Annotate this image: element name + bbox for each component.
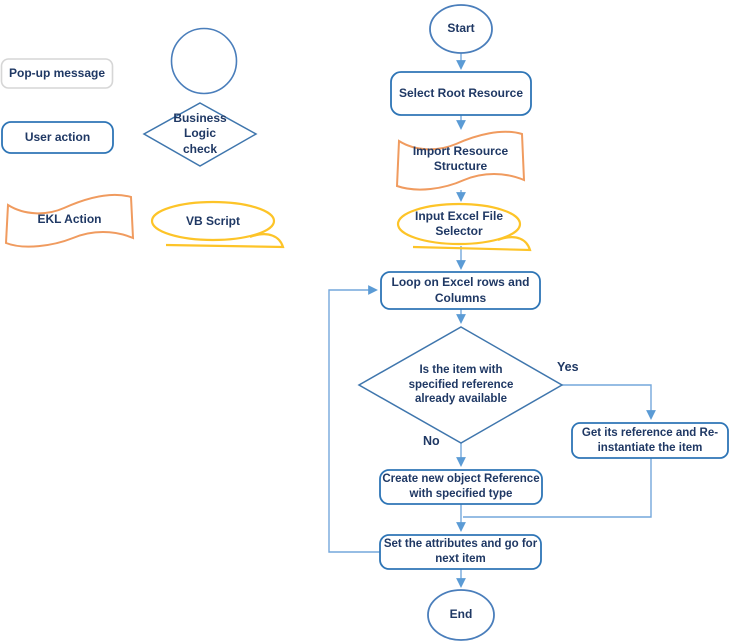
legend-business-logic-diamond [142,102,258,167]
excel-selector-tail [412,236,532,252]
connector-loopback [328,285,380,553]
legend-popup-shape [0,58,114,89]
connector-get-reference-return [463,458,652,518]
legend-circle-shape [170,27,238,95]
legend-vb-script-ellipse [150,200,276,242]
loop-excel-rows-shape [380,271,541,310]
get-reference-shape [571,422,729,459]
legend-vb-script-tail [165,233,285,249]
legend-ekl-wave-shape [4,193,135,248]
excel-selector-ellipse [396,202,522,246]
legend-user-action-shape [1,121,114,154]
start-terminator-shape [429,4,493,54]
decision-diamond-shape [357,326,564,444]
set-attributes-shape [379,534,542,570]
select-root-resource-shape [390,71,532,116]
import-resource-wave-shape [395,130,526,191]
end-terminator-shape [427,589,495,641]
connector-yes-branch [562,384,656,420]
create-object-shape [379,469,543,505]
